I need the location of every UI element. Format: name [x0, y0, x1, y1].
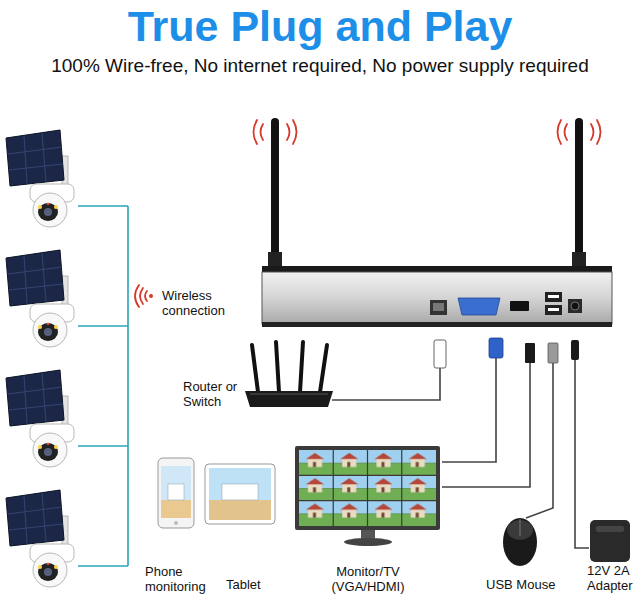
tablet-part	[205, 464, 275, 524]
device-label: 12V 2A Adapter	[587, 563, 636, 593]
wireless-icon	[135, 285, 153, 307]
page-title: True Plug and Play	[0, 0, 640, 52]
wireless-icon-part	[135, 285, 139, 307]
antenna-signal-part	[591, 124, 594, 140]
device-label: Tablet	[226, 577, 276, 592]
phone-part	[158, 458, 194, 528]
nvr-recorder-part	[545, 292, 562, 302]
tablet-part	[209, 468, 271, 520]
monitor-part-part	[401, 450, 402, 526]
nvr-recorder-part	[571, 302, 579, 310]
antenna-signal-part	[565, 124, 568, 140]
solar-cameras	[6, 130, 74, 587]
nvr-recorder-part	[433, 303, 444, 311]
router-part	[320, 345, 327, 392]
cables-part	[442, 358, 496, 462]
antenna-signal	[254, 120, 601, 144]
nvr-recorder-part	[430, 300, 447, 315]
antenna-signal-part	[261, 124, 264, 140]
tablet-part	[222, 484, 258, 500]
usb-mouse	[503, 518, 537, 566]
monitor-part	[295, 446, 440, 530]
cables-part	[575, 360, 589, 548]
nvr-recorder-part	[268, 252, 282, 268]
camera-bracket-part	[78, 325, 128, 327]
solar-cameras-part	[6, 490, 74, 587]
device-label: Router or Switch	[183, 379, 243, 409]
monitor-part	[344, 538, 392, 546]
monitor	[295, 446, 440, 546]
monitor-part-part	[299, 500, 436, 501]
monitor-part-part	[367, 450, 368, 526]
wireless-icon-part	[149, 294, 153, 298]
tablet	[205, 464, 275, 524]
cables-part	[526, 363, 553, 518]
cables-part	[442, 363, 530, 487]
cable-plugs-part	[489, 338, 503, 358]
router-part	[300, 342, 303, 392]
power-adapter	[590, 520, 630, 562]
phone	[158, 458, 194, 528]
usb-mouse-part	[520, 519, 521, 536]
monitor-part-part	[299, 475, 436, 476]
wireless-icon-part	[145, 291, 147, 301]
tablet-part	[209, 500, 271, 520]
nvr-recorder-part	[545, 305, 562, 315]
subtitle: 100% Wire-free, No internet required, No…	[0, 54, 640, 78]
nvr-recorder-part	[548, 308, 559, 311]
router-part	[276, 342, 279, 392]
nvr-recorder-part	[458, 298, 500, 315]
device-label: Phone monitoring	[145, 564, 215, 594]
usb-mouse-part	[507, 520, 533, 540]
router-part	[252, 345, 258, 392]
phone-part	[168, 484, 184, 500]
cables-part	[332, 368, 440, 400]
nvr-recorder-part	[568, 299, 582, 313]
camera-bracket-part	[78, 445, 128, 447]
monitor-part	[299, 450, 436, 526]
cable-plugs-part	[525, 343, 535, 363]
solar-cameras-part	[6, 250, 74, 347]
camera-bracket	[78, 206, 128, 566]
solar-cameras-part	[6, 130, 74, 227]
power-adapter-part	[590, 520, 630, 562]
camera-bracket-part	[78, 205, 128, 207]
monitor-part-part	[333, 450, 334, 526]
usb-mouse-part	[503, 518, 537, 566]
nvr-recorder-part	[510, 301, 529, 311]
monitor-part	[299, 450, 436, 526]
nvr-recorder-part	[572, 252, 586, 268]
phone-part	[161, 500, 191, 518]
camera-bracket-part	[127, 206, 129, 566]
wireless-label: Wireless connection	[162, 288, 234, 318]
antenna-signal-part	[293, 120, 297, 144]
cable-plugs-part	[571, 340, 579, 360]
power-adapter-part	[596, 526, 624, 532]
router-part	[250, 394, 328, 395]
cable-plugs-part	[434, 340, 446, 368]
solar-cameras-part	[6, 370, 74, 467]
wireless-icon-part	[140, 288, 143, 304]
antenna-signal-part	[597, 120, 601, 144]
camera-bracket-part	[78, 565, 128, 567]
cable-plugs	[434, 338, 579, 368]
nvr-recorder-part	[262, 272, 612, 324]
cable-plugs-part	[548, 343, 558, 363]
device-label: USB Mouse	[486, 577, 566, 592]
phone-part	[174, 521, 178, 525]
router	[245, 342, 333, 407]
antenna-signal-part	[254, 120, 258, 144]
nvr-recorder	[262, 118, 612, 327]
nvr-recorder-part	[548, 295, 559, 298]
phone-part	[161, 466, 191, 518]
device-label: Monitor/TV (VGA/HDMI)	[318, 564, 418, 594]
nvr-recorder-part	[575, 118, 583, 258]
nvr-recorder-part	[262, 322, 612, 327]
nvr-recorder-part	[271, 118, 279, 258]
antenna-signal-part	[558, 120, 562, 144]
router-part	[245, 391, 333, 407]
antenna-signal-part	[287, 124, 290, 140]
